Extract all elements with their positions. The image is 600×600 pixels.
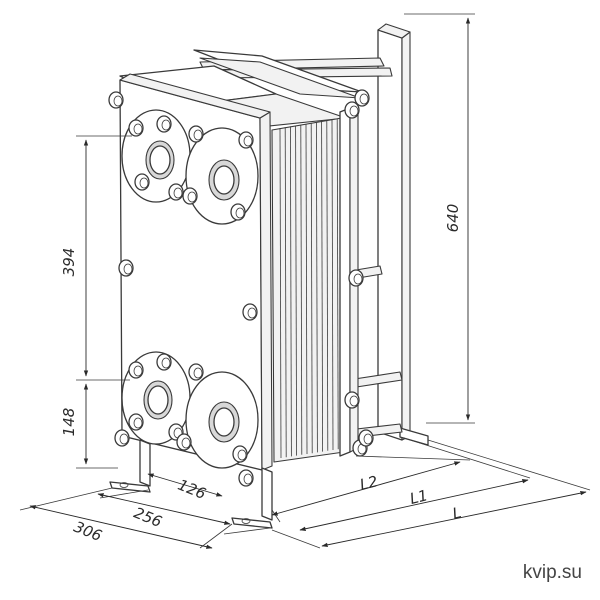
bolt-head xyxy=(168,183,184,201)
dimension-labels: 394 148 640 306 256 126 L2 L1 L xyxy=(60,204,463,545)
bolt-head xyxy=(232,445,248,463)
bolt-head xyxy=(188,363,204,381)
bolt-head xyxy=(358,429,374,447)
bolt-head xyxy=(108,91,124,109)
bolt-head xyxy=(128,361,144,379)
plate-edge-line xyxy=(326,120,329,451)
rear-support-column xyxy=(377,23,429,446)
plate-edge-line xyxy=(310,123,313,454)
dim-l2-label: L2 xyxy=(358,472,380,494)
bolt-head xyxy=(354,89,370,107)
dim-l-label: L xyxy=(451,503,463,522)
plate-edge-line xyxy=(305,123,308,455)
bolt-head xyxy=(182,187,198,205)
bolts xyxy=(108,89,374,487)
plate-edge-line xyxy=(279,127,282,459)
bolt-head xyxy=(344,101,360,119)
bolt-head xyxy=(230,203,246,221)
plate-edge-line xyxy=(284,127,287,458)
bolt-head xyxy=(188,125,204,143)
bolt-head xyxy=(344,391,360,409)
dim-640-label: 640 xyxy=(444,204,462,233)
bolt-head xyxy=(242,303,258,321)
dim-394-label: 394 xyxy=(60,248,78,277)
bolt-head xyxy=(156,115,172,133)
plate-edge-line xyxy=(331,119,334,451)
plate-pack xyxy=(271,117,345,463)
watermark-text: kvip.su xyxy=(522,562,582,583)
flange-lower-right xyxy=(185,371,259,469)
dim-148-label: 148 xyxy=(60,408,78,437)
bolt-head xyxy=(134,173,150,191)
plate-edge-line xyxy=(295,125,298,456)
bolt-head xyxy=(128,413,144,431)
bolt-head xyxy=(156,353,172,371)
dim-126-label: 126 xyxy=(175,476,208,503)
bolt-head xyxy=(114,429,130,447)
dimension-lines xyxy=(29,17,587,549)
bolt-head xyxy=(128,119,144,137)
bolt-head xyxy=(176,433,192,451)
dim-l1-label: L1 xyxy=(408,486,430,508)
plate-edge-line xyxy=(289,126,292,457)
bolt-head xyxy=(238,131,254,149)
plate-edge-line xyxy=(315,122,318,453)
bolt-head xyxy=(238,469,254,487)
plate-edge-line xyxy=(336,119,339,450)
flange-upper-right xyxy=(185,127,259,225)
bolt-head xyxy=(348,269,364,287)
plate-edge-line xyxy=(321,121,324,452)
plate-edge-line xyxy=(300,124,303,455)
bolt-head xyxy=(118,259,134,277)
